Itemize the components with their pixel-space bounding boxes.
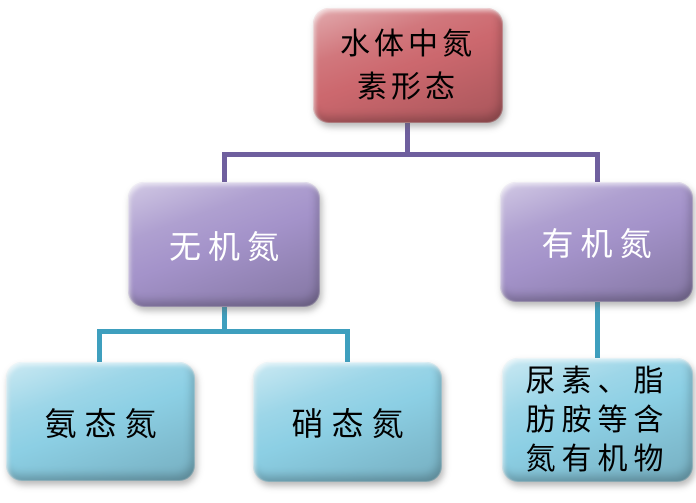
connector-inorganic-stem: [222, 303, 227, 334]
node-label-line: 氮有机物: [525, 442, 670, 476]
connector-inorganic-horizontal: [97, 329, 350, 334]
node-label: 氨态氮: [44, 405, 165, 442]
connector-inorganic-to-ammonia: [97, 329, 102, 365]
node-label-line: 水体中氮: [340, 27, 476, 61]
node-label: 水体中氮 素形态: [313, 23, 503, 109]
node-ammonia-nitrogen: 氨态氮: [6, 362, 195, 481]
node-label: 有机氮: [541, 226, 659, 262]
node-label-line: 素形态: [357, 70, 459, 104]
node-label: 尿素、脂 肪胺等含 氮有机物: [502, 362, 693, 479]
connector-root-stem: [405, 118, 410, 157]
node-organic-nitrogen: 有机氮: [500, 182, 693, 302]
node-root-water-nitrogen-forms: 水体中氮 素形态: [313, 8, 503, 123]
node-nitrogen-organic-compounds: 尿素、脂 肪胺等含 氮有机物: [502, 358, 693, 482]
node-inorganic-nitrogen: 无机氮: [128, 182, 320, 307]
node-nitrate-nitrogen: 硝态氮: [253, 362, 442, 482]
connector-organic-to-organics: [595, 300, 600, 362]
node-label-line: 尿素、脂: [525, 364, 670, 398]
node-label: 硝态氮: [291, 406, 412, 442]
connector-root-horizontal: [222, 152, 600, 157]
connector-root-to-organic: [595, 152, 600, 186]
connector-inorganic-to-nitrate: [345, 329, 350, 365]
connector-root-to-inorganic: [222, 152, 227, 186]
node-label-line: 肪胺等含: [525, 403, 670, 437]
node-label: 无机氮: [168, 228, 286, 265]
